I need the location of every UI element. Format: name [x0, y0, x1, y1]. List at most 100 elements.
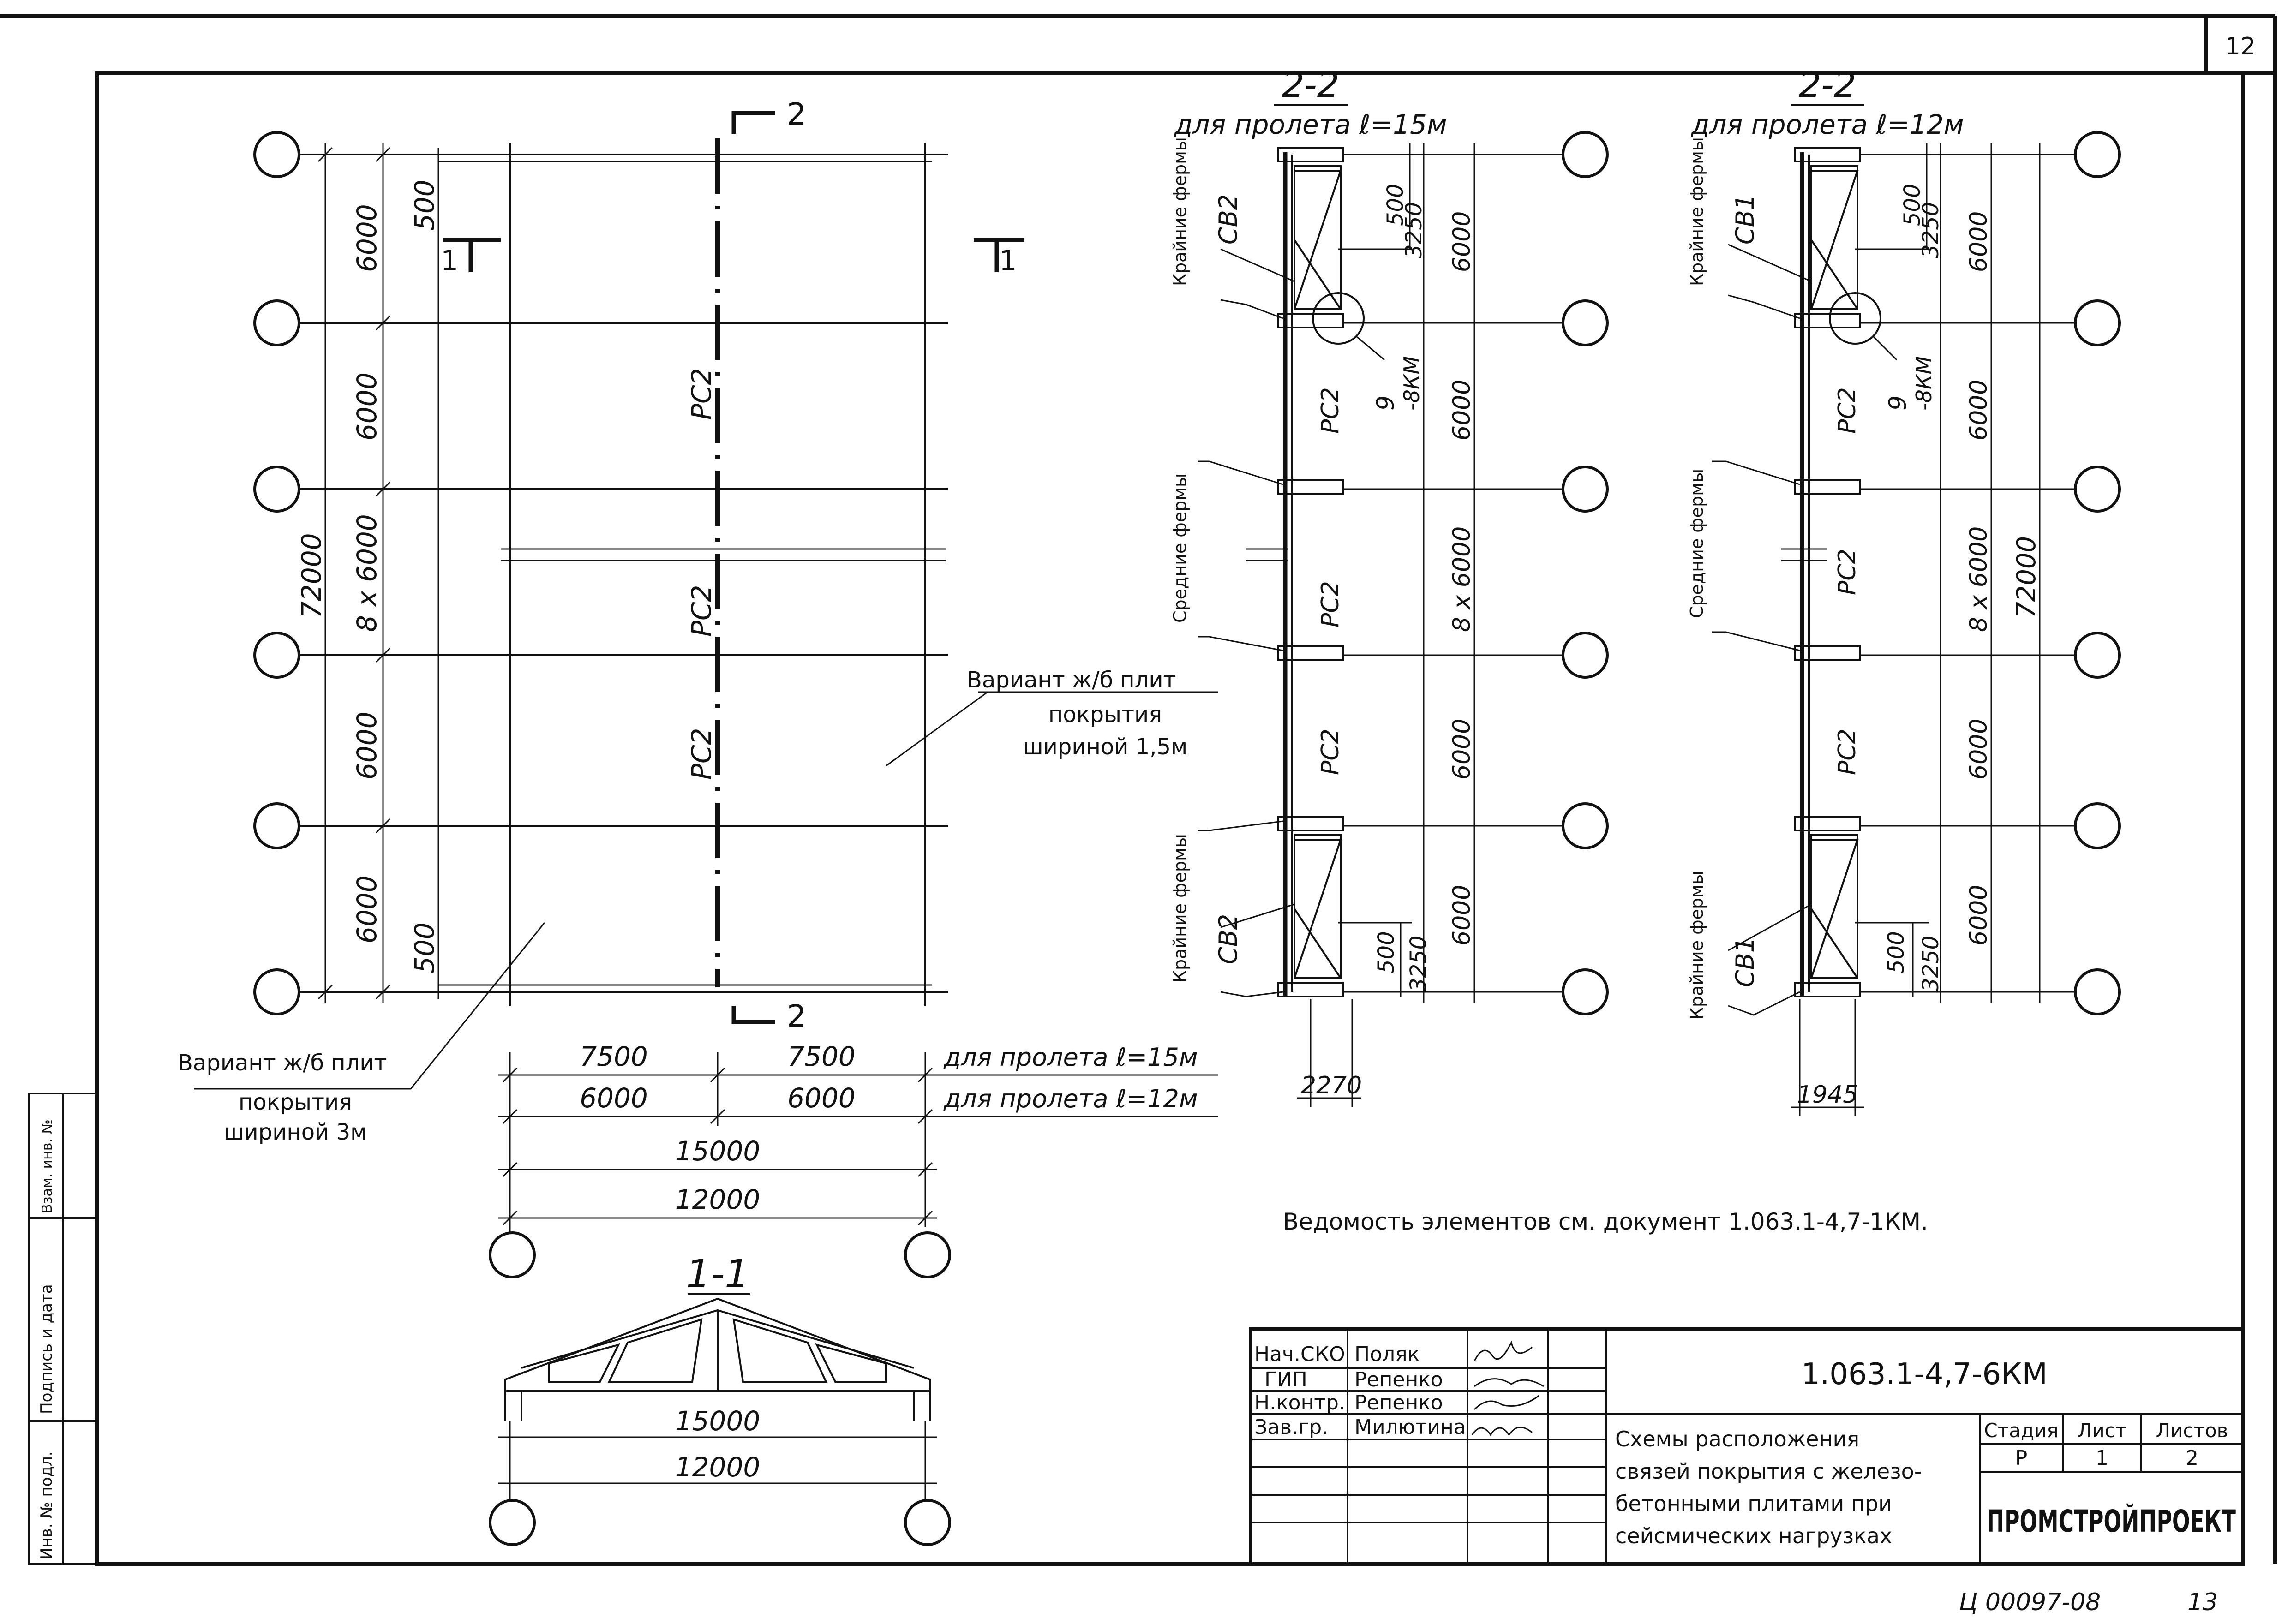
- tb-name-4: Милютина: [1354, 1415, 1466, 1439]
- span-dimensions: [489, 1052, 1218, 1278]
- sec22-15-6000-2: 6000: [1448, 380, 1476, 441]
- sec22-12-rs2-1: РС2: [1833, 387, 1861, 434]
- plan-dim-5: 6000: [351, 875, 383, 943]
- sec22-12-detail-num: 9: [1884, 395, 1912, 411]
- variant-3-line1: Вариант ж/б плит: [178, 1050, 387, 1076]
- plan-dim-1: 6000: [351, 204, 383, 272]
- tb-name-3: Репенко: [1354, 1391, 1443, 1415]
- sec22-15-500-bottom: 500: [1373, 931, 1399, 973]
- section-1-1-title: 1-1: [686, 1251, 749, 1296]
- dim-12000-b: 12000: [675, 1451, 761, 1483]
- sec22-12-6000-2: 6000: [1965, 380, 1993, 441]
- variant-3-line3: шириной 3м: [224, 1119, 367, 1145]
- sec22-15-3250-bottom: 3250: [1406, 936, 1432, 992]
- title-block: [1249, 1327, 2245, 1566]
- dim-7500-left: 7500: [580, 1041, 648, 1072]
- plan-dim-500-bottom: 500: [409, 922, 440, 973]
- tb-sheet-value: 1: [2096, 1446, 2108, 1470]
- tb-role-1: Нач.СКО: [1254, 1343, 1345, 1366]
- tb-name-1: Поляк: [1354, 1343, 1420, 1366]
- plan-section-2-bottom: 2: [787, 998, 806, 1034]
- plan-dim-500-top: 500: [409, 179, 440, 231]
- plan-dim-total: 72000: [296, 533, 327, 618]
- tb-doc-code: 1.063.1-4,7-6КМ: [1801, 1357, 2048, 1391]
- tb-title-4: сейсмических нагрузках: [1615, 1523, 1892, 1548]
- sheet-number: 12: [2225, 33, 2256, 60]
- sec22-12-6000-5: 6000: [1965, 885, 1993, 946]
- tb-sheets-label: Листов: [2156, 1419, 2228, 1442]
- sec22-12-500-top: 500: [1899, 184, 1925, 226]
- section-1-1-truss: [489, 1297, 951, 1546]
- tb-signatures: [1471, 1340, 1544, 1436]
- tb-sheet-label: Лист: [2078, 1419, 2126, 1442]
- plan-dim-4: 6000: [351, 711, 383, 780]
- sec22-12-subtitle: для пролета ℓ=12м: [1690, 109, 1964, 140]
- tb-role-3: Н.контр.: [1254, 1391, 1345, 1415]
- tb-stage-value: Р: [2015, 1446, 2028, 1470]
- variant-15-line3: шириной 1,5м: [1023, 734, 1188, 760]
- dim-6000-right: 6000: [787, 1082, 856, 1114]
- sec22-15-middle: Средние фермы: [1170, 473, 1190, 623]
- sec22-15-rs2-1: РС2: [1317, 387, 1344, 434]
- sec22-12-outer-top: Крайние фермы: [1687, 137, 1707, 286]
- sec22-15-outer-bottom: Крайние фермы: [1170, 834, 1190, 983]
- dim-15000-b: 15000: [675, 1405, 761, 1437]
- tb-role-4: Зав.гр.: [1254, 1415, 1328, 1439]
- sec22-15-subtitle: для пролета ℓ=15м: [1174, 109, 1447, 140]
- sec22-15-title: 2-2: [1282, 64, 1339, 105]
- stamp-inv-orig: Инв. № подл.: [37, 1451, 56, 1559]
- tb-stage-label: Стадия: [1984, 1419, 2058, 1442]
- sec22-15-6000-1: 6000: [1448, 211, 1476, 272]
- sec22-12-width: 1945: [1797, 1081, 1858, 1109]
- sec22-12-rs2-2: РС2: [1833, 549, 1861, 595]
- sec22-12-detail-ref: -8КМ: [1911, 356, 1936, 411]
- tb-title-1: Схемы расположения: [1615, 1427, 1859, 1451]
- sec22-15-rs2-3: РС2: [1317, 728, 1344, 775]
- sec22-12-middle: Средние фермы: [1687, 469, 1707, 618]
- plan-section-1-left: 1: [441, 245, 458, 277]
- sec22-15-6000-5: 6000: [1448, 885, 1476, 946]
- plan-section-1-right: 1: [999, 245, 1017, 277]
- tb-role-2: ГИП: [1264, 1368, 1307, 1391]
- stamp-inv-repl: Взам. инв. №: [39, 1119, 55, 1213]
- sec22-12-outer-bottom: Крайние фермы: [1687, 871, 1707, 1020]
- sec22-15-sv-bottom: СВ2: [1214, 914, 1243, 964]
- sheet-frame: [0, 14, 2277, 1566]
- stamp-sign-date: Подпись и дата: [37, 1284, 56, 1414]
- elements-note: Ведомость элементов см. документ 1.063.1…: [1283, 1208, 1928, 1235]
- tb-name-2: Репенко: [1354, 1368, 1443, 1391]
- sec22-12-sv-bottom: СВ1: [1731, 937, 1760, 987]
- plan-rs2-2: РС2: [686, 585, 717, 637]
- dim-12000-a: 12000: [675, 1184, 761, 1215]
- plan-rs2-1: РС2: [686, 368, 717, 420]
- sec22-15-rs2-2: РС2: [1317, 581, 1344, 627]
- dim-6000-left: 6000: [580, 1082, 648, 1114]
- sec22-15-mid: 8 х 6000: [1448, 526, 1476, 632]
- sec22-15-width: 2270: [1301, 1072, 1362, 1099]
- tb-sheets-value: 2: [2186, 1446, 2198, 1470]
- dim-15000-a: 15000: [675, 1135, 761, 1167]
- sec22-15-outer-top: Крайние фермы: [1170, 137, 1190, 286]
- dim-7500-right: 7500: [787, 1041, 856, 1072]
- sec22-15-500-top: 500: [1383, 184, 1408, 226]
- sec22-15-detail-num: 9: [1372, 395, 1400, 411]
- sec22-15-detail-ref: -8КМ: [1399, 356, 1424, 411]
- sec22-12-3250-bottom: 3250: [1918, 936, 1944, 992]
- page-number: 13: [2187, 1588, 2218, 1616]
- plan-dim-mid: 8 х 6000: [351, 514, 383, 632]
- sec22-12-3250-top: 3250: [1918, 202, 1944, 258]
- sec22-15-drawing: [1198, 131, 1609, 1107]
- plan-rs2-3: РС2: [686, 728, 717, 780]
- span-15-label-a: для пролета ℓ=15м: [943, 1043, 1198, 1072]
- archive-code: Ц 00097-08: [1959, 1588, 2101, 1616]
- sec22-12-sv-top: СВ1: [1731, 194, 1760, 245]
- sec22-12-500-bottom: 500: [1883, 931, 1909, 973]
- plan-section-2-top: 2: [787, 96, 806, 132]
- sec22-12-6000-4: 6000: [1965, 719, 1993, 780]
- sec22-12-total: 72000: [2012, 536, 2042, 618]
- plan-view: [194, 111, 1218, 1090]
- plan-dim-2: 6000: [351, 372, 383, 441]
- variant-15-line1: Вариант ж/б плит: [967, 667, 1176, 693]
- sec22-12-6000-1: 6000: [1965, 211, 1993, 272]
